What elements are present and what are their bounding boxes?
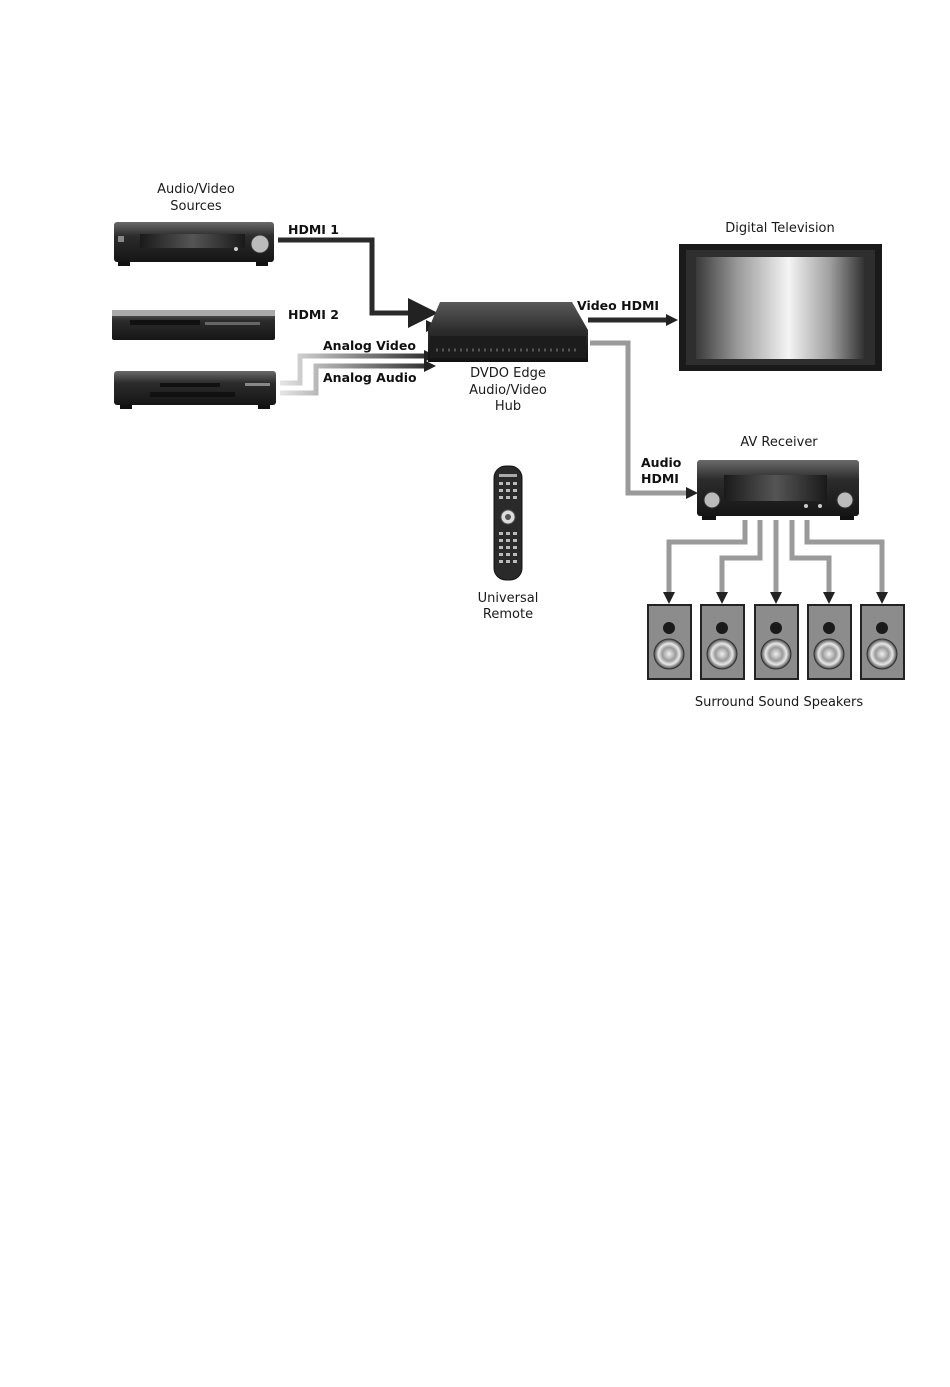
hdmi2-label: HDMI 2 xyxy=(288,307,339,322)
hdmi1-label: HDMI 1 xyxy=(288,222,339,237)
hdmi1-link xyxy=(278,240,428,313)
analog-video-label: Analog Video xyxy=(323,338,416,353)
vcr-icon xyxy=(114,371,276,409)
television-icon xyxy=(679,244,882,371)
speaker-2 xyxy=(701,605,744,679)
hub-box-icon xyxy=(428,302,588,362)
hub-label-line2: Audio/Video xyxy=(469,383,547,398)
remote-icon xyxy=(494,466,522,580)
speaker-1 xyxy=(648,605,691,679)
hub-label-line1: DVDO Edge xyxy=(470,366,546,381)
receiver-label: AV Receiver xyxy=(740,435,818,450)
speakers-label: Surround Sound Speakers xyxy=(695,695,863,710)
dvd-player-icon xyxy=(112,310,275,340)
speaker-wires xyxy=(669,520,882,594)
speaker-5 xyxy=(861,605,904,679)
analog-audio-label: Analog Audio xyxy=(323,370,417,385)
receiver-icon xyxy=(697,460,859,520)
remote-label-line1: Universal xyxy=(478,591,539,606)
video-hdmi-label: Video HDMI xyxy=(577,298,659,313)
av-source-device-icon xyxy=(114,222,274,266)
audio-hdmi-label-line2: HDMI xyxy=(641,471,679,486)
sources-title-line1: Audio/Video xyxy=(157,182,235,197)
speaker-4 xyxy=(808,605,851,679)
audio-hdmi-label-line1: Audio xyxy=(641,455,682,470)
tv-label: Digital Television xyxy=(725,221,835,236)
hub-label-line3: Hub xyxy=(495,399,521,414)
remote-label-line2: Remote xyxy=(483,607,533,622)
sources-title-line2: Sources xyxy=(170,199,222,214)
speaker-3 xyxy=(755,605,798,679)
